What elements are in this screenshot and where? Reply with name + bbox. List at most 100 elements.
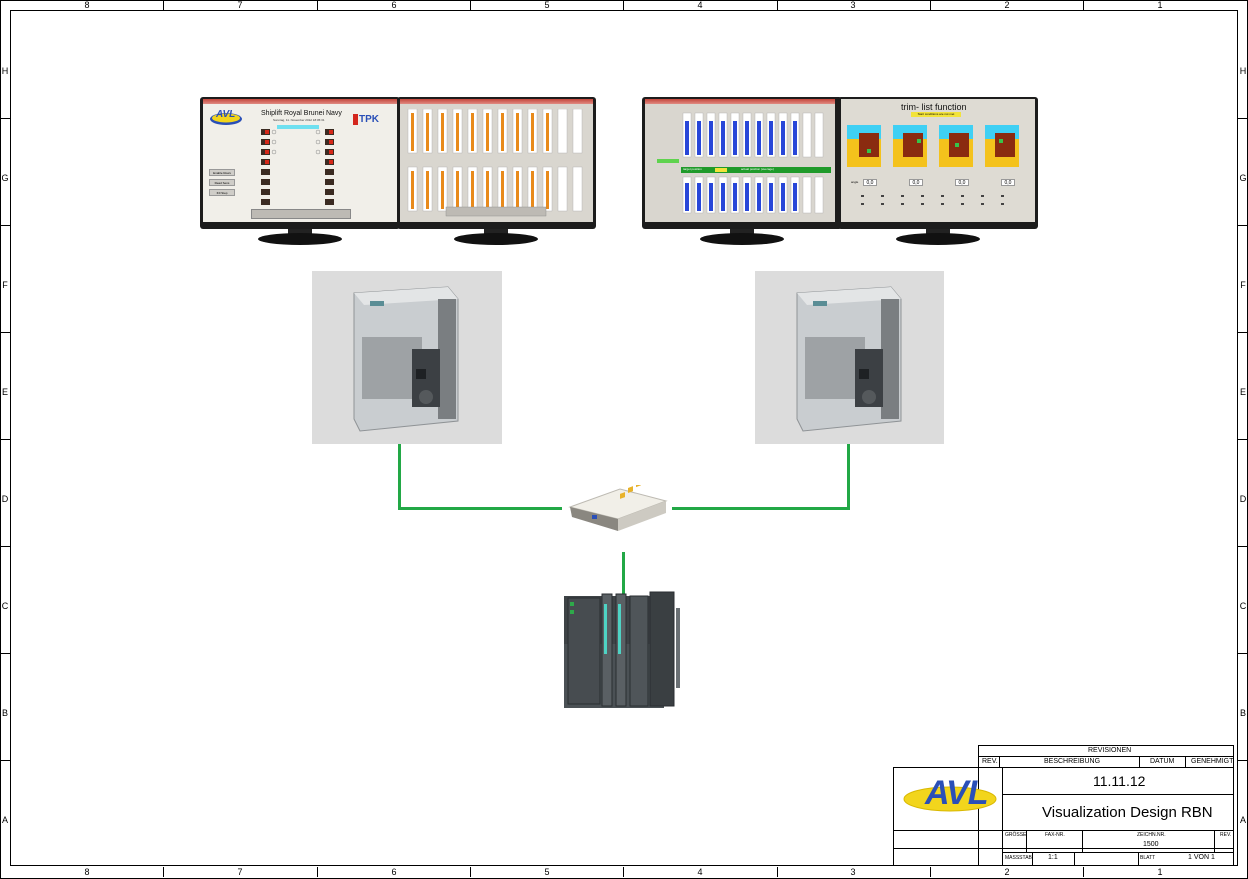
trim-table: [861, 195, 1004, 205]
col-label-bottom: 8: [84, 867, 90, 877]
massstab-value: 1:1: [1048, 854, 1058, 861]
col-label-bottom: 6: [391, 867, 397, 877]
title-block: [893, 767, 1234, 866]
industrial-pc-icon: [353, 286, 459, 432]
col-tick: [930, 0, 931, 10]
row-label-left: A: [1, 815, 8, 825]
row-label-left: D: [1, 494, 9, 504]
beschreibung-col-label: BESCHREIBUNG: [1044, 758, 1101, 765]
col-tick: [470, 0, 471, 10]
wire-right-horizontal: [672, 507, 850, 510]
row-label-left: E: [1, 387, 8, 397]
row-tick: [0, 332, 10, 333]
bottom-toolbar: [251, 209, 351, 219]
wire-left-horizontal: [398, 507, 562, 510]
trim-hull-graphics: [847, 125, 1019, 167]
angle-value-3[interactable]: 0,0: [955, 179, 969, 186]
col-label-top: 3: [850, 0, 856, 10]
row-label-right: C: [1239, 601, 1247, 611]
col-label-bottom: 3: [850, 867, 856, 877]
row-label-left: C: [1, 601, 9, 611]
angle-value-2[interactable]: 0,0: [909, 179, 923, 186]
shiplift-title: Shiplift Royal Brunei Navy: [261, 110, 342, 117]
angle-label: angle: [851, 180, 859, 184]
col-tick: [777, 867, 778, 877]
network-switch-icon: [568, 485, 668, 531]
col-label-top: 6: [391, 0, 397, 10]
row-tick: [1238, 225, 1248, 226]
wire-right-vertical: [847, 444, 850, 510]
industrial-pc-icon: [796, 286, 902, 432]
col-tick: [623, 0, 624, 10]
zeichn-label: ZEICHN.NR.: [1137, 832, 1166, 838]
row-label-right: A: [1239, 815, 1246, 825]
row-label-left: B: [1, 708, 8, 718]
row-tick: [0, 760, 10, 761]
row-tick: [1238, 439, 1248, 440]
tpk-logo-text: TPK: [359, 114, 379, 125]
drawing-date: 11.11.12: [1093, 773, 1146, 789]
col-label-bottom: 1: [1157, 867, 1163, 877]
col-label-top: 7: [237, 0, 243, 10]
row-tick: [0, 653, 10, 654]
revisions-header: REVISIONEN: [1088, 747, 1132, 754]
row-label-right: B: [1239, 708, 1246, 718]
avl-logo-large-text: AVL: [925, 774, 988, 812]
rev2-label: REV.: [1220, 832, 1232, 838]
row-label-right: E: [1239, 387, 1246, 397]
col-tick: [1083, 0, 1084, 10]
col-label-top: 1: [1157, 0, 1163, 10]
col-tick: [1083, 867, 1084, 877]
row-tick: [1238, 653, 1248, 654]
col-tick: [317, 867, 318, 877]
status-bar: [277, 125, 319, 129]
row-tick: [1238, 332, 1248, 333]
zeichn-value: 1500: [1143, 841, 1159, 848]
col-label-top: 8: [84, 0, 90, 10]
target-position-label: target position: [683, 167, 702, 171]
wire-left-vertical: [398, 444, 401, 510]
angle-value-1[interactable]: 0,0: [863, 179, 877, 186]
avl-logo-large-icon: [903, 786, 997, 812]
fax-label: FAX-NR.: [1045, 832, 1065, 838]
ini-step-button[interactable]: INI Step: [209, 189, 235, 196]
wire-plc: [622, 552, 625, 594]
col-label-bottom: 5: [544, 867, 550, 877]
col-label-bottom: 4: [697, 867, 703, 877]
position-bar-grid: [681, 112, 831, 214]
row-tick: [0, 225, 10, 226]
row-tick: [1238, 760, 1248, 761]
row-tick: [1238, 118, 1248, 119]
tpk-logo-icon: [353, 114, 358, 125]
angle-value-4[interactable]: 0,0: [1001, 179, 1015, 186]
col-tick: [163, 0, 164, 10]
ipc-left-photo: [312, 271, 502, 444]
massstab-label: MASSSTAB: [1005, 855, 1032, 861]
shiplift-date: Sonntag, 11. November 2012 18:05:31: [273, 118, 325, 122]
enable-rows-button[interactable]: Enable Rows: [209, 169, 235, 176]
row-label-right: F: [1240, 280, 1246, 290]
row-label-left: G: [1, 173, 9, 183]
col-label-top: 5: [544, 0, 550, 10]
row-tick: [0, 546, 10, 547]
row-label-left: H: [1, 66, 9, 76]
read-sens-button[interactable]: Read Sens: [209, 179, 235, 186]
col-label-bottom: 7: [237, 867, 243, 877]
drawing-frame: [10, 10, 1238, 866]
row-label-right: H: [1239, 66, 1247, 76]
col-tick: [623, 867, 624, 877]
row-tick: [1238, 546, 1248, 547]
col-label-bottom: 2: [1004, 867, 1010, 877]
winch-bar-grid: [407, 109, 583, 217]
avl-logo-icon: [210, 113, 242, 125]
col-tick: [470, 867, 471, 877]
row-tick: [0, 439, 10, 440]
col-tick: [930, 867, 931, 877]
blatt-label: BLATT: [1140, 855, 1156, 861]
datum-col-label: DATUM: [1150, 758, 1175, 765]
col-label-top: 2: [1004, 0, 1010, 10]
winch-grid: [261, 129, 334, 205]
trim-title: trim- list function: [901, 102, 967, 112]
avl-logo-text: AVL: [216, 109, 236, 120]
rev-col-label: REV.: [982, 758, 998, 765]
